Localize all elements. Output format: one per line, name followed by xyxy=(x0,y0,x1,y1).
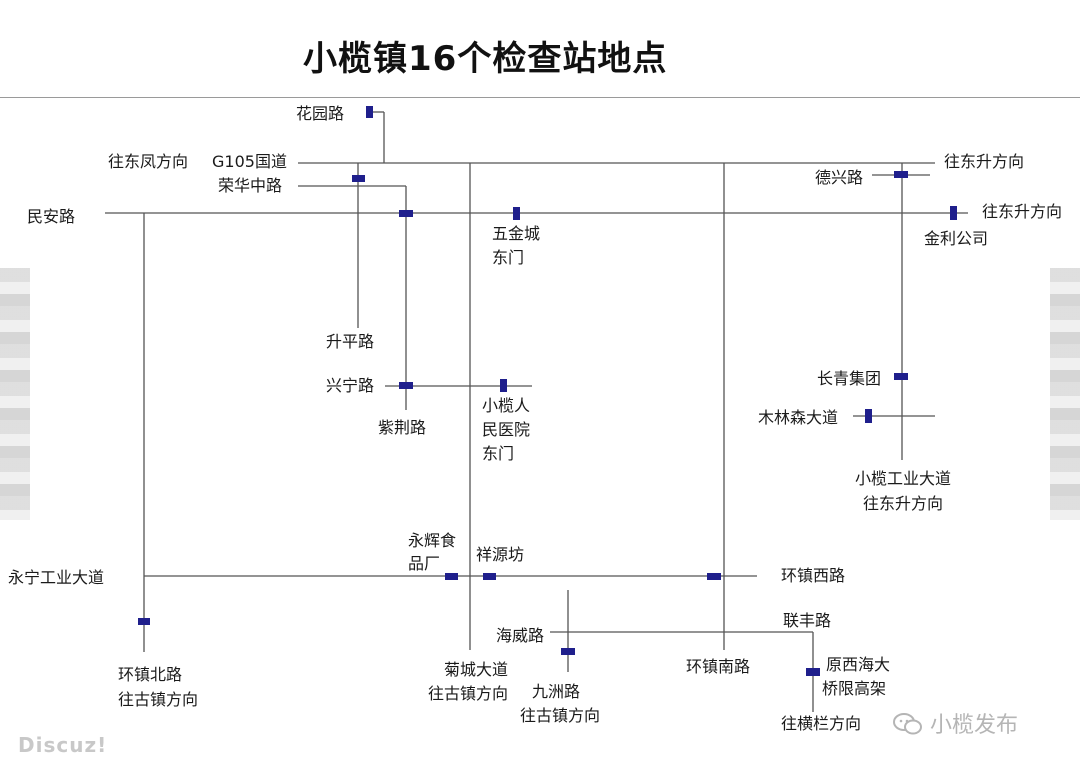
checkpoint-marker-icon xyxy=(399,382,413,389)
checkpoint-marker-icon xyxy=(352,175,365,182)
label-dexing-road: 德兴路 xyxy=(815,168,864,187)
label-jucheng-1: 菊城大道 xyxy=(444,660,509,679)
label-jiuzhou-1: 九洲路 xyxy=(532,682,581,701)
roads xyxy=(105,111,968,712)
checkpoint-marker-icon xyxy=(483,573,496,580)
label-huanzhen-north-1: 环镇北路 xyxy=(118,665,183,684)
left-edge-blur xyxy=(0,268,30,520)
label-industrial-2: 往东升方向 xyxy=(863,494,944,513)
label-to-henglan: 往横栏方向 xyxy=(781,714,862,733)
label-jiuzhou-2: 往古镇方向 xyxy=(520,706,601,725)
discuz-watermark: Discuz! xyxy=(18,733,108,757)
wechat-icon xyxy=(893,713,930,738)
label-to-dongfeng: 往东凤方向 xyxy=(108,152,189,171)
label-haiwei-road: 海威路 xyxy=(496,626,545,645)
label-huanzhen-west: 环镇西路 xyxy=(781,566,846,585)
checkpoint-marker-icon xyxy=(707,573,721,580)
label-yuanxi-2: 桥限高架 xyxy=(822,679,887,698)
checkpoint-marker-icon xyxy=(445,573,458,580)
label-jinli-company: 金利公司 xyxy=(924,229,989,248)
label-to-dongsheng-top: 往东升方向 xyxy=(944,152,1025,171)
checkpoint-marker-icon xyxy=(138,618,150,625)
label-hospital-3: 东门 xyxy=(482,444,515,463)
checkpoint-marker-icon xyxy=(894,373,908,380)
label-yonghui-1: 永辉食 xyxy=(408,531,457,550)
label-wujin-1: 五金城 xyxy=(492,224,541,243)
label-huanzhen-north-2: 往古镇方向 xyxy=(118,690,199,709)
label-lianfeng-road: 联丰路 xyxy=(783,611,832,630)
label-hospital-2: 民医院 xyxy=(482,420,531,439)
label-hospital-1: 小榄人 xyxy=(482,396,531,415)
label-xiangyuan: 祥源坊 xyxy=(476,545,525,564)
label-zijing-road: 紫荆路 xyxy=(378,418,427,437)
label-yongning-avenue: 永宁工业大道 xyxy=(8,568,105,587)
checkpoint-marker-icon xyxy=(500,379,507,392)
label-to-dongsheng-mid: 往东升方向 xyxy=(982,202,1063,221)
right-edge-blur xyxy=(1050,268,1080,520)
label-g105: G105国道 xyxy=(212,152,287,171)
checkpoint-marker-icon xyxy=(366,106,373,118)
checkpoint-marker-icon xyxy=(950,206,957,220)
checkpoint-markers xyxy=(138,106,957,676)
label-huayuan-road: 花园路 xyxy=(296,104,345,123)
wechat-watermark-text: 小榄发布 xyxy=(930,713,1019,738)
label-mulinsen-avenue: 木林森大道 xyxy=(758,408,839,427)
label-xingning-road: 兴宁路 xyxy=(326,376,375,395)
label-minan-road: 民安路 xyxy=(27,207,76,226)
title-divider xyxy=(0,97,1080,98)
checkpoint-marker-icon xyxy=(513,207,520,220)
label-wujin-2: 东门 xyxy=(492,248,525,267)
checkpoint-marker-icon xyxy=(561,648,575,655)
checkpoint-marker-icon xyxy=(806,668,820,676)
label-jucheng-2: 往古镇方向 xyxy=(428,684,509,703)
label-huanzhen-south: 环镇南路 xyxy=(686,657,751,676)
label-industrial-1: 小榄工业大道 xyxy=(855,469,952,488)
label-changqing-group: 长青集团 xyxy=(817,369,882,388)
checkpoint-marker-icon xyxy=(399,210,413,217)
checkpoint-marker-icon xyxy=(894,171,908,178)
label-yuanxi-1: 原西海大 xyxy=(826,655,891,674)
label-ronghua-road: 荣华中路 xyxy=(218,176,283,195)
label-yonghui-2: 品厂 xyxy=(408,554,441,573)
page-title: 小榄镇16个检查站地点 xyxy=(303,39,668,79)
label-shengping-road: 升平路 xyxy=(326,332,375,351)
checkpoint-marker-icon xyxy=(865,409,872,423)
wechat-watermark: 小榄发布 xyxy=(893,707,1018,739)
